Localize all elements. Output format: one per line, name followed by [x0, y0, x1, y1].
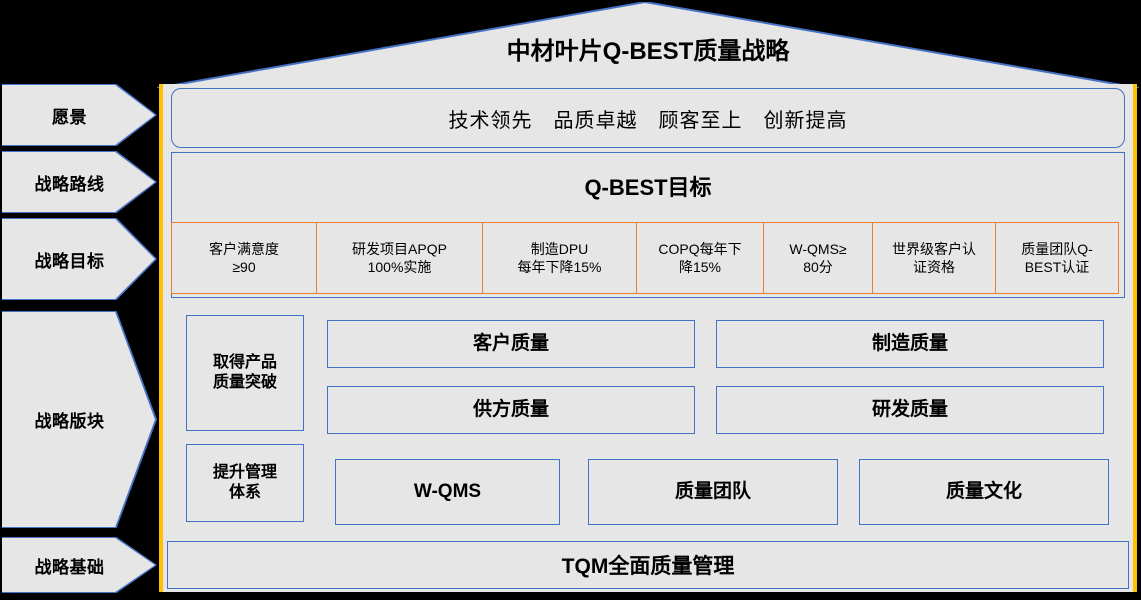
strategy-block-w-qms[interactable]: W-QMS	[335, 459, 560, 525]
vision-box: 技术领先 品质卓越 顾客至上 创新提高	[171, 88, 1125, 148]
strategy-level-rail: 愿景 战略路线 战略目标 战略版块 战略基础	[0, 0, 160, 600]
strategy-block-manufacturing-quality-label: 制造质量	[871, 333, 948, 355]
qbest-goal-cell-lines: 客户满意度 ≥90	[209, 240, 279, 277]
qbest-goal-cell[interactable]: W-QMS≥ 80分	[763, 222, 873, 294]
sidebar-item-strategy-route-label: 战略路线	[34, 174, 105, 194]
qbest-goal-cell-text: 世界级客户认	[892, 240, 976, 257]
qbest-goal-cell-text: 100%实施	[367, 259, 432, 275]
qbest-goal-cell[interactable]: 客户满意度 ≥90	[171, 222, 317, 294]
qbest-goal-cell[interactable]: 研发项目APQP 100%实施	[316, 222, 483, 294]
qbest-goal-panel: Q-BEST目标 客户满意度 ≥90 研发项目APQP 100%实施 制造DPU 每年下降…	[171, 152, 1125, 298]
strategy-block-customer-quality[interactable]: 客户质量	[327, 320, 695, 368]
sidebar-item-vision[interactable]: 愿景	[2, 85, 155, 145]
strategy-block-customer-quality-label: 客户质量	[472, 333, 549, 355]
qbest-goal-cell-text: 质量团队Q-	[1021, 240, 1093, 257]
strategy-block-management-system-improvement-label: 提升管理 体系	[213, 463, 277, 503]
qbest-goal-cell-text: 每年下降15%	[517, 259, 602, 275]
sidebar-item-vision-label: 愿景	[52, 107, 87, 127]
foundation-bar: TQM全面质量管理	[167, 541, 1129, 589]
line-2: 体系	[228, 484, 261, 501]
strategy-block-product-quality-breakthrough-label: 取得产品 质量突破	[213, 353, 277, 393]
qbest-goal-cell-text: 证资格	[913, 259, 955, 275]
qbest-goal-cell[interactable]: 世界级客户认证资格	[872, 222, 996, 294]
sidebar-item-strategy-foundation[interactable]: 战略基础	[2, 538, 155, 592]
strategy-block-manufacturing-quality[interactable]: 制造质量	[716, 320, 1104, 368]
strategy-block-product-quality-breakthrough[interactable]: 取得产品 质量突破	[186, 315, 304, 431]
strategy-block-w-qms-label: W-QMS	[413, 481, 482, 503]
sidebar-item-strategy-foundation-label: 战略基础	[34, 557, 105, 577]
strategy-block-rd-quality-label: 研发质量	[871, 399, 948, 421]
strategy-block-supplier-quality[interactable]: 供方质量	[327, 386, 695, 434]
sidebar-item-strategy-objective[interactable]: 战略目标	[2, 219, 155, 299]
page-title: 中材叶片Q-BEST质量战略	[506, 38, 790, 65]
qbest-goal-cell-lines: 研发项目APQP 100%实施	[352, 240, 447, 277]
qbest-goal-cell-lines: 质量团队Q- BEST认证	[1021, 240, 1093, 277]
strategy-block-quality-team-label: 质量团队	[674, 481, 751, 503]
qbest-goal-cell-text: COPQ每年下	[658, 240, 742, 257]
strategy-block-quality-culture[interactable]: 质量文化	[859, 459, 1109, 525]
qbest-goal-cell-lines: W-QMS≥ 80分	[789, 240, 846, 277]
sidebar-item-strategy-objective-label: 战略目标	[34, 251, 105, 271]
qbest-goal-cell-text: BEST认证	[1024, 259, 1090, 275]
qbest-goal-cell-text: W-QMS≥	[789, 240, 847, 257]
house-roof	[157, 2, 1139, 88]
foundation-label: TQM全面质量管理	[561, 555, 735, 578]
qbest-goal-cell-text: 80分	[803, 259, 833, 275]
sidebar-item-strategy-module[interactable]: 战略版块	[2, 312, 155, 527]
qbest-goal-cell-lines: 世界级客户认证资格	[892, 240, 976, 277]
line-2: 质量突破	[212, 374, 277, 391]
qbest-goal-cell-list: 客户满意度 ≥90 研发项目APQP 100%实施 制造DPU 每年下降15% COPQ每年…	[171, 222, 1125, 294]
strategy-block-quality-culture-label: 质量文化	[945, 481, 1022, 503]
qbest-goal-cell-text: 客户满意度	[209, 240, 279, 257]
vision-text: 技术领先 品质卓越 顾客至上 创新提高	[448, 109, 848, 132]
line-1: 取得产品	[212, 354, 277, 371]
qbest-goal-cell-text: 制造DPU	[530, 240, 589, 257]
qbest-goal-cell-text: 降15%	[678, 259, 721, 275]
qbest-goal-cell-text: 研发项目APQP	[352, 240, 447, 257]
qbest-goal-cell[interactable]: COPQ每年下降15%	[636, 222, 764, 294]
qbest-goal-cell[interactable]: 质量团队Q- BEST认证	[995, 222, 1119, 294]
qbest-goal-cell-lines: 制造DPU 每年下降15%	[517, 240, 601, 277]
qbest-goal-cell-text: ≥90	[232, 259, 256, 275]
line-1: 提升管理	[212, 464, 277, 481]
qbest-goal-title: Q-BEST目标	[584, 175, 712, 200]
sidebar-item-strategy-module-label: 战略版块	[34, 412, 105, 431]
strategy-block-rd-quality[interactable]: 研发质量	[716, 386, 1104, 434]
strategy-block-supplier-quality-label: 供方质量	[472, 399, 549, 421]
sidebar-item-strategy-route[interactable]: 战略路线	[2, 152, 155, 212]
qbest-goal-cell-lines: COPQ每年下降15%	[658, 240, 741, 277]
strategy-block-management-system-improvement[interactable]: 提升管理 体系	[186, 444, 304, 522]
strategy-block-quality-team[interactable]: 质量团队	[588, 459, 838, 525]
qbest-goal-cell[interactable]: 制造DPU 每年下降15%	[482, 222, 637, 294]
